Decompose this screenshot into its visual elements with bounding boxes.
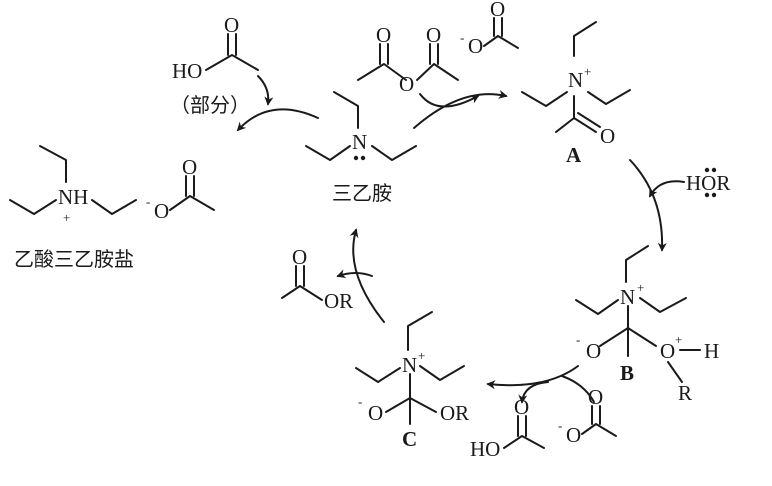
intermediate-a-o: O (600, 124, 615, 148)
arrow-to-salt (236, 108, 319, 132)
acetate-top-minus: - (460, 30, 464, 45)
intermediate-b-o-minus: O (586, 339, 601, 363)
intermediate-b-h: H (704, 339, 719, 363)
salt-nh: NH (58, 185, 88, 209)
salt-minus: - (146, 194, 150, 209)
salt-carbonyl-o: O (182, 155, 197, 179)
triethylamine: N 三乙胺 (305, 91, 417, 205)
acetate-top-o: O (468, 34, 483, 58)
intermediate-c: N + - O OR C (355, 311, 469, 451)
hor-text: HOR (686, 171, 730, 195)
salt-plus: + (63, 210, 70, 225)
alcohol-hor: HOR (686, 167, 730, 198)
acetic-anhydride: O O O (357, 23, 459, 96)
intermediate-a-plus: + (584, 64, 591, 79)
intermediate-a: N + O A (521, 21, 631, 167)
acetic-acid-carbonyl-o: O (224, 13, 239, 37)
arrow-a-to-b (629, 159, 667, 252)
arrow-acid-in (257, 75, 274, 106)
intermediate-b-plus: + (637, 280, 644, 295)
intermediate-c-label: C (402, 427, 417, 451)
acetate-bottom-minus: - (558, 418, 562, 433)
anhydride-o-right: O (426, 23, 441, 47)
acetate-bottom-o: O (566, 423, 581, 447)
acetic-acid-bottom: HO O (470, 395, 545, 461)
acetic-acid-bottom-ho: HO (470, 437, 500, 461)
arrow-ester-out (336, 269, 373, 278)
arrow-acetate-in (561, 375, 595, 403)
acetate-bottom-carbonyl-o: O (588, 385, 603, 409)
anhydride-o-left: O (376, 23, 391, 47)
intermediate-b: N + - O O + H R B (575, 245, 719, 405)
intermediate-c-n: N (402, 353, 417, 377)
intermediate-a-label: A (566, 143, 582, 167)
triethylamine-label: 三乙胺 (332, 181, 392, 205)
acetic-acid: HO O （部分） (170, 13, 259, 117)
arrow-c-to-amine (349, 228, 385, 323)
arrow-hor-in (649, 180, 685, 198)
anhydride-bridge-o: O (399, 72, 414, 96)
intermediate-b-o-plus: O (660, 339, 675, 363)
intermediate-b-minus: - (576, 332, 580, 347)
triethylammonium-acetate: NH + - O O 乙酸三乙胺盐 (9, 145, 215, 271)
intermediate-b-r: R (678, 381, 692, 405)
intermediate-b-n: N (620, 285, 635, 309)
ester-or: OR (324, 289, 353, 313)
intermediate-b-label: B (620, 361, 634, 385)
partial-label: （部分） (170, 93, 250, 117)
ester-carbonyl-o: O (292, 245, 307, 269)
arrow-acid-out (518, 381, 549, 404)
salt-o: O (154, 199, 169, 223)
arrow-b-to-c (486, 365, 579, 390)
ester-product: O OR (281, 245, 353, 313)
intermediate-c-minus: - (358, 394, 362, 409)
intermediate-c-o: O (368, 401, 383, 425)
intermediate-c-or: OR (440, 401, 469, 425)
acetic-acid-ho: HO (172, 59, 202, 83)
acetate-top-carbonyl-o: O (490, 0, 505, 21)
intermediate-b-o-plus-sign: + (675, 332, 682, 347)
intermediate-a-n: N (568, 68, 583, 92)
arrow-to-a (413, 90, 508, 129)
acetate-bottom: - O O (558, 385, 617, 447)
acetate-top: - O O (460, 0, 519, 58)
intermediate-c-plus: + (418, 348, 425, 363)
salt-label: 乙酸三乙胺盐 (14, 247, 134, 271)
triethylamine-n: N (352, 130, 367, 154)
